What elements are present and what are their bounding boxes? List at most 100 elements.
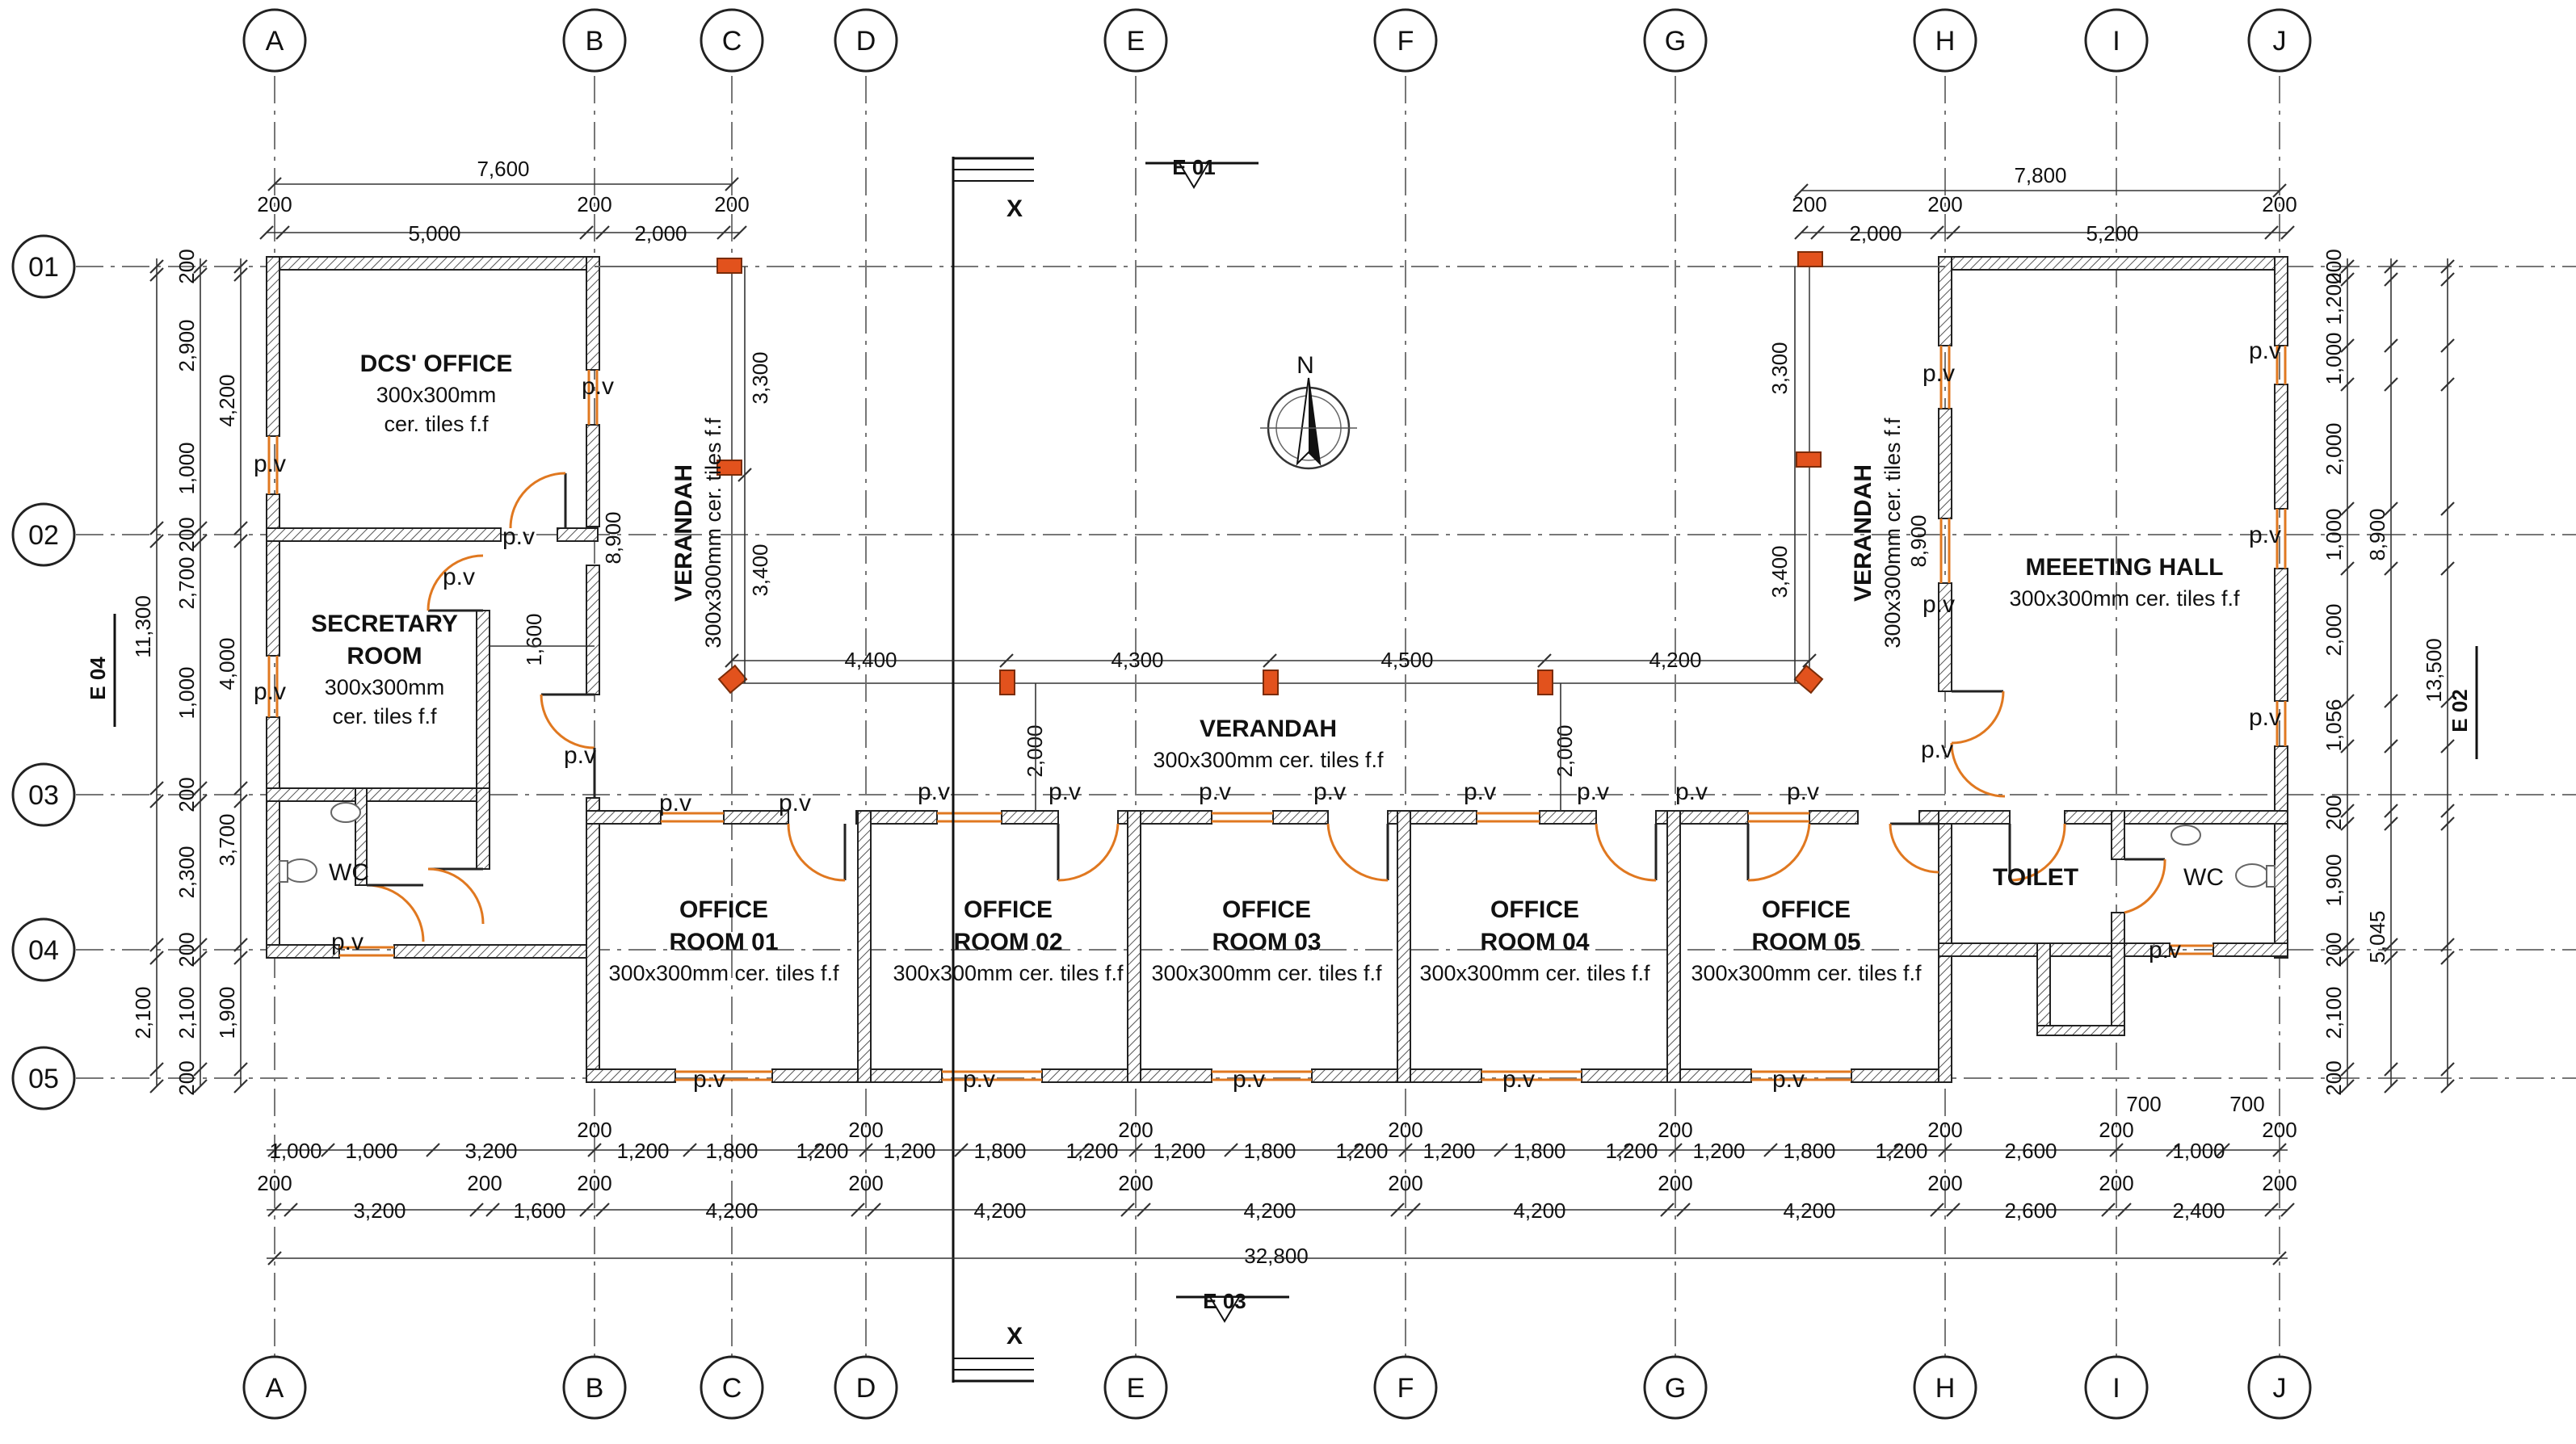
dim-tick [2384, 561, 2398, 576]
dim-label: 2,000 [1023, 724, 1047, 777]
dim-label: 8,900 [1906, 514, 1931, 567]
dim-label: 4,200 [705, 1198, 758, 1223]
grid-label-J: J [2273, 1373, 2287, 1404]
door-swing [366, 884, 425, 942]
grid-bubble [11, 762, 76, 827]
section-mark-label: E 04 [86, 657, 110, 700]
window [1212, 1070, 1312, 1081]
dim-label: 4,200 [1243, 1198, 1296, 1223]
window [267, 436, 279, 494]
wall [586, 256, 600, 371]
section-mark-1: E 03 [1176, 1289, 1289, 1323]
room-name-office02: OFFICE [964, 896, 1053, 923]
window [2276, 701, 2287, 746]
dim-label: 1,000 [345, 1139, 397, 1163]
dim-label: 2,900 [174, 319, 199, 371]
room-name-secretary: ROOM [347, 643, 422, 670]
dim-tick [2440, 272, 2455, 287]
toilet-cistern-icon [279, 860, 288, 883]
dim-label: 200 [257, 192, 292, 216]
windows [267, 346, 2287, 1081]
room-name-dcs: DCS' OFFICE [360, 351, 513, 377]
dim-label: 1,000 [2322, 508, 2346, 560]
dim-tick [725, 177, 739, 191]
dim-label: 1,600 [522, 613, 546, 665]
section-x-top: X [1006, 195, 1023, 222]
dim-tick [2384, 1079, 2398, 1093]
dim-label: 1,000 [2322, 332, 2346, 384]
dim-tick [149, 781, 164, 795]
grid-label-I: I [2112, 1373, 2120, 1404]
grid-bubble [700, 1355, 764, 1420]
grid-bubble [700, 8, 764, 73]
grid-label-A: A [266, 26, 284, 57]
dim-label: 1,200 [616, 1139, 669, 1163]
room-name-hall: MEEETING HALL [2026, 554, 2224, 581]
door-swing [427, 554, 484, 611]
dim-label: 200 [1388, 1118, 1422, 1142]
dim-tick [1668, 1143, 1683, 1157]
dim-label: 2,600 [2004, 1198, 2057, 1223]
section-mark-3: E 02 [2448, 646, 2478, 759]
dim-tick [321, 1143, 335, 1157]
pv-label: p.v [331, 929, 363, 955]
wall [857, 810, 872, 1083]
wall [1938, 582, 1952, 692]
pv-label: p.v [918, 779, 950, 805]
section-x-bottom: X [1006, 1323, 1023, 1350]
dim-tick [149, 951, 164, 965]
dim-tick [233, 267, 248, 282]
wall [557, 527, 599, 542]
dim-tick [1390, 1203, 1405, 1217]
dim-label: 200 [1118, 1171, 1153, 1195]
dim-label: 3,400 [1767, 545, 1792, 598]
pv-label: p.v [1921, 737, 1953, 763]
dim-label: 4,200 [1649, 648, 1701, 672]
column-post [717, 664, 748, 695]
dim-label: 700 [2126, 1092, 2161, 1116]
dim-tick [595, 1203, 610, 1217]
dim-label: 5,200 [2086, 221, 2138, 246]
dim-tick [233, 521, 248, 535]
dim-label: 200 [467, 1171, 502, 1195]
dim-tick [1137, 1203, 1151, 1217]
door-swing [2009, 823, 2066, 882]
pv-label: p.v [1233, 1066, 1265, 1093]
room-name-office03: OFFICE [1222, 896, 1311, 923]
dim-tick [2440, 502, 2455, 516]
wall [266, 527, 502, 542]
walls [266, 256, 2288, 1083]
wall [2274, 568, 2288, 702]
dim-tick [233, 1079, 248, 1093]
dim-label: 1,200 [1605, 1139, 1658, 1163]
dim-tick [233, 794, 248, 808]
washbasin-icon [330, 802, 361, 823]
toilet-cistern-icon [2266, 865, 2276, 888]
dim-tick [233, 781, 248, 795]
grid-label-A: A [266, 1373, 284, 1404]
dim-tick [193, 267, 208, 282]
pv-label: p.v [2249, 522, 2281, 548]
dim-tick [2384, 951, 2398, 965]
pv-label: p.v [1577, 779, 1609, 805]
window [587, 370, 599, 425]
dim-tick [2440, 694, 2455, 708]
dim-tick [716, 225, 731, 240]
wall [2036, 1025, 2125, 1036]
grid-bubble [1913, 1355, 1977, 1420]
door-swing [427, 867, 485, 925]
dim-tick [193, 534, 208, 548]
grid-label-J: J [2273, 26, 2287, 57]
wall [1539, 810, 1597, 825]
dim-label: 2,100 [131, 986, 155, 1039]
dim-label: 4,500 [1380, 648, 1433, 672]
grid-bubble [11, 917, 76, 982]
pv-label: p.v [502, 523, 535, 550]
wall [1127, 810, 1141, 1083]
dim-tick [2440, 951, 2455, 965]
dim-label: 1,200 [883, 1139, 935, 1163]
grid-label-F: F [1397, 1373, 1414, 1404]
dim-label: 2,000 [2322, 422, 2346, 475]
room-name-verandah_mid: VERANDAH [1200, 716, 1337, 742]
